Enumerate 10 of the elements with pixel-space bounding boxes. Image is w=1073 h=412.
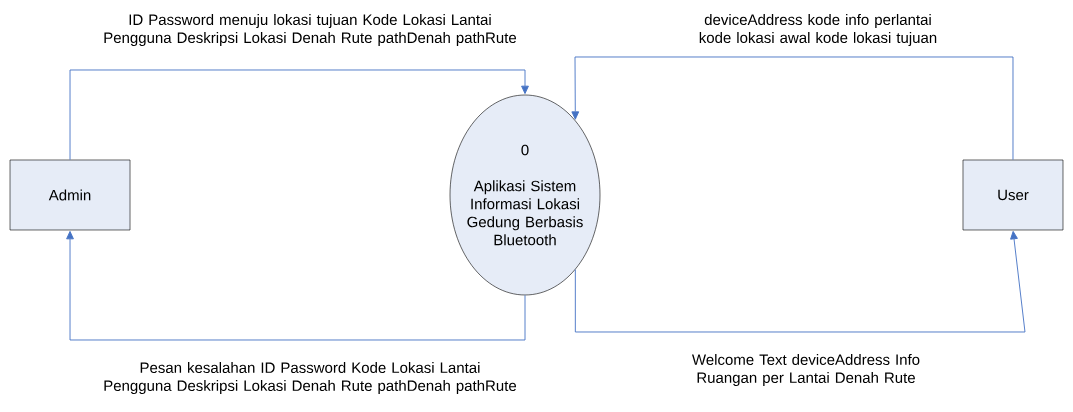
entity-box: User	[962, 159, 1064, 231]
arrow	[66, 230, 526, 341]
entity-box: Admin	[9, 159, 131, 231]
edge-label: Welcome Text deviceAddress Info Ruangan per Lantai Denah Rute	[692, 354, 920, 386]
arrow	[571, 56, 1014, 161]
arrow	[69, 69, 529, 161]
edge-label: Pesan kesalahan ID Password Kode Lokasi Lantai Pengguna Deskripsi Lokasi Denah Rute pathDenah pathRute	[104, 362, 517, 394]
edge-label: ID Password menuju lokasi tujuan Kode Lokasi Lantai Pengguna Deskripsi Lokasi Denah Rute pathDenah pathRute	[104, 14, 517, 46]
arrow	[574, 230, 1026, 333]
edge-label: deviceAddress kode info perlantai kode lokasi awal kode lokasi tujuan	[699, 14, 937, 46]
